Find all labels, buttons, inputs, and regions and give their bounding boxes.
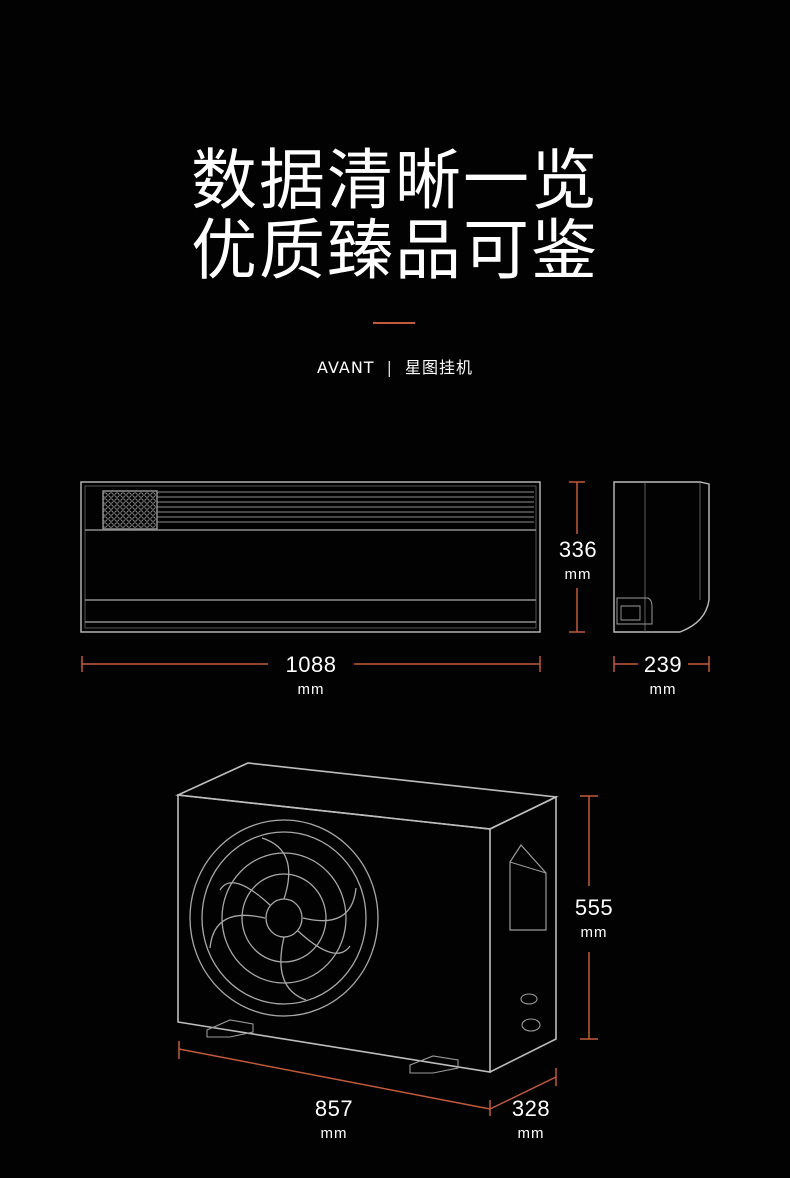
indoor-height-unit: mm — [564, 566, 592, 583]
indoor-depth-unit: mm — [649, 681, 677, 698]
subtitle-separator: | — [386, 358, 393, 377]
outdoor-height-dimension-line — [580, 795, 598, 1040]
indoor-width-unit: mm — [297, 681, 325, 698]
headline-line-2: 优质臻品可鉴 — [191, 212, 599, 289]
indoor-width-dimension-line — [81, 656, 541, 672]
fan-guard — [189, 819, 379, 1017]
outdoor-depth-unit: mm — [517, 1125, 545, 1142]
outdoor-height-value: 555 — [574, 895, 614, 920]
brand-name: AVANT — [317, 358, 375, 377]
outdoor-depth-dimension-line — [489, 1068, 557, 1110]
outdoor-width-value: 857 — [314, 1096, 354, 1121]
accent-divider — [373, 322, 415, 324]
indoor-unit-side-view — [613, 481, 710, 633]
product-name: 星图挂机 — [404, 358, 473, 377]
outdoor-unit-drawing — [175, 762, 559, 1074]
indoor-width-value: 1088 — [285, 652, 337, 677]
outdoor-width-dimension-line — [178, 1041, 491, 1116]
outdoor-height-unit: mm — [580, 924, 608, 941]
product-subtitle: AVANT | 星图挂机 — [0, 354, 790, 378]
headline-line-1: 数据清晰一览 — [191, 142, 599, 219]
indoor-height-value: 336 — [558, 537, 598, 562]
outdoor-depth-value: 328 — [511, 1096, 551, 1121]
outdoor-width-unit: mm — [320, 1125, 348, 1142]
indoor-height-dimension-line — [569, 481, 585, 633]
indoor-depth-value: 239 — [643, 652, 683, 677]
indoor-unit-front-view — [80, 481, 541, 633]
indoor-depth-dimension-line — [613, 656, 710, 672]
